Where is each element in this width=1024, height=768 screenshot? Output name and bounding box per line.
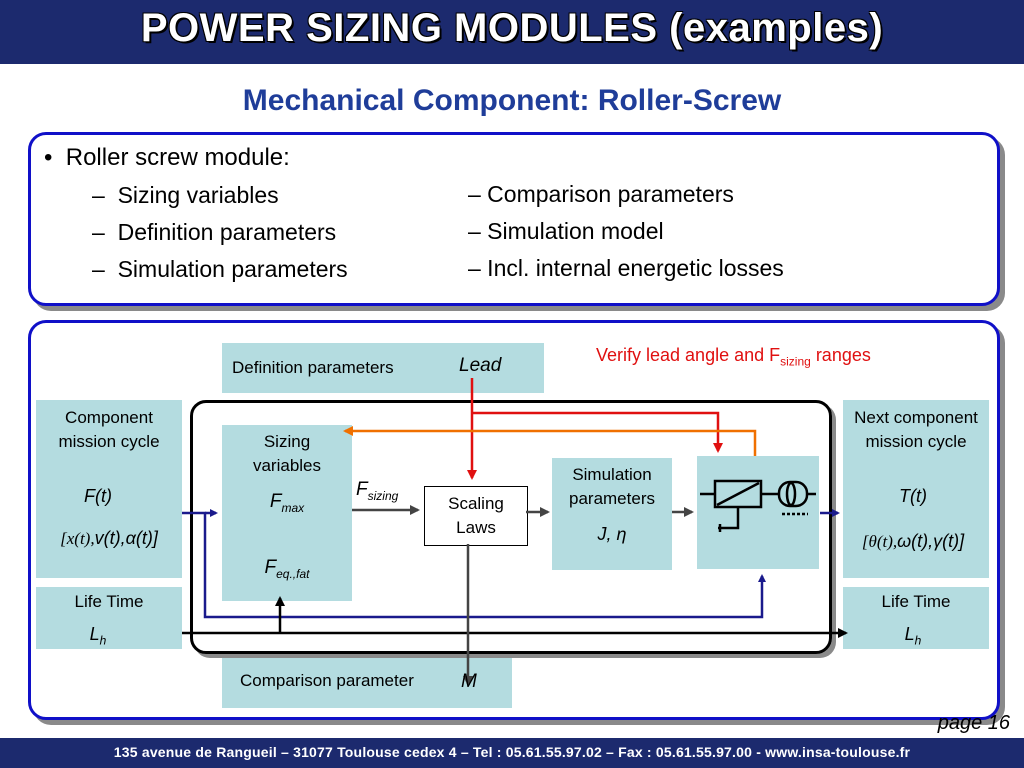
fmax-label: Fmax	[269, 491, 305, 515]
footer-address: 135 avenue de Rangueil – 31077 Toulouse …	[113, 744, 911, 760]
sub-item-sizing: – Sizing variables	[92, 182, 279, 208]
blue-feed-lines	[182, 509, 840, 619]
sub-item-losses: – Incl. internal energetic losses	[468, 255, 784, 281]
sub-item-comparison: – Comparison parameters	[468, 181, 734, 207]
scaling-laws-box	[424, 486, 528, 546]
sub-item-sim-model: – Simulation model	[468, 218, 664, 244]
bullet-roller-screw: • Roller screw module:	[44, 144, 290, 172]
orange-feedback-arrow	[343, 426, 757, 456]
life-time-right-box	[843, 587, 989, 649]
definition-params-label: Definition parameters	[232, 358, 394, 377]
module-frame	[190, 400, 832, 654]
definition-params-box	[222, 343, 544, 393]
life-time-left-box	[36, 587, 182, 649]
life-left-symbol: Lh	[89, 624, 107, 648]
sub-item-definition: – Definition parameters	[92, 219, 337, 245]
roller-screw-symbol	[700, 479, 816, 532]
mass-label: M	[461, 671, 477, 692]
rotation-label: [θ(t),ω(t),γ(t)]	[861, 531, 965, 551]
life-time-left-label: Life Time	[74, 592, 144, 611]
slide-subtitle: Mechanical Component: Roller-Screw	[242, 84, 782, 117]
gray-flow-arrows	[352, 505, 694, 686]
red-lead-arrows	[467, 378, 723, 480]
bullet-dot: •	[44, 144, 66, 171]
bullet-text: Roller screw module:	[65, 144, 290, 171]
inertia-efficiency-label: J, η	[597, 524, 627, 544]
kinematics-label: [x(t),v(t),α(t)]	[60, 528, 158, 548]
next-cycle-box	[843, 400, 989, 578]
component-cycle-box	[36, 400, 182, 578]
verify-note: Verify lead angle and Fsizing ranges	[596, 345, 871, 369]
sizing-variables-box	[222, 425, 352, 601]
roller-screw-model-box	[697, 456, 819, 569]
comparison-param-label: Comparison parameter	[240, 671, 414, 690]
sub-item-simulation: – Simulation parameters	[92, 256, 348, 282]
life-time-right-label: Life Time	[881, 592, 951, 611]
life-time-line	[182, 596, 848, 638]
torque-label: T(t)	[899, 486, 927, 506]
summary-panel	[28, 132, 1000, 306]
simulation-params-box	[552, 458, 672, 570]
title-bar: POWER SIZING MODULES (examples)	[0, 0, 1024, 64]
force-label: F(t)	[84, 486, 112, 506]
fsizing-label: Fsizing	[356, 479, 399, 503]
footer-bar: 135 avenue de Rangueil – 31077 Toulouse …	[0, 738, 1024, 768]
life-right-symbol: Lh	[904, 624, 922, 648]
slide-title: POWER SIZING MODULES (examples)	[140, 6, 884, 50]
lead-label: Lead	[459, 355, 502, 376]
page-number: page 16	[937, 712, 1010, 734]
feqfat-label: Feq.,fat	[264, 557, 310, 581]
